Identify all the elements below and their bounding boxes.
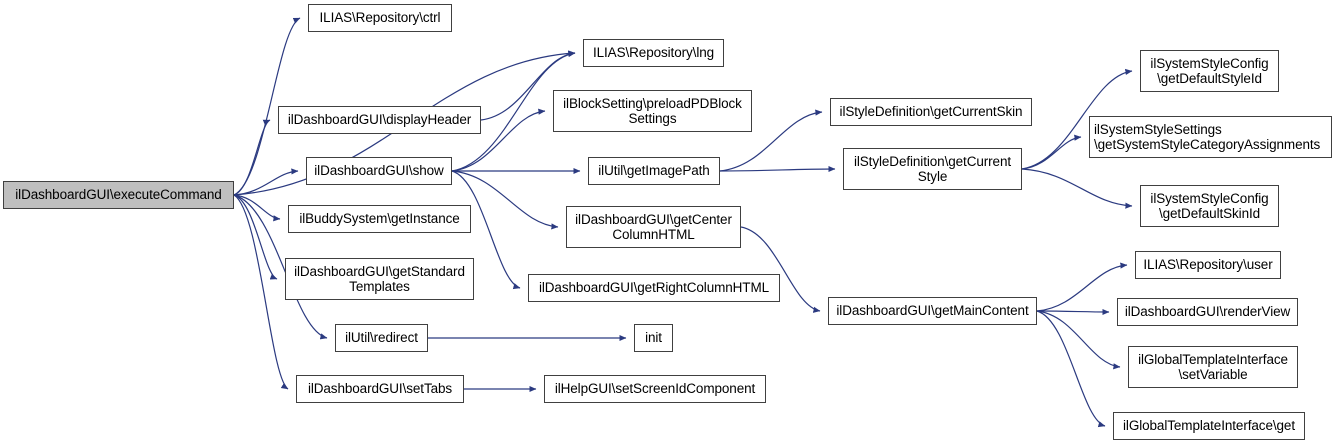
graph-node-label: ilUtil\getImagePath <box>598 163 710 179</box>
graph-node-executeCommand[interactable]: ilDashboardGUI\executeCommand <box>3 181 234 209</box>
graph-node-getCurrentSkin[interactable]: ilStyleDefinition\getCurrentSkin <box>830 98 1032 126</box>
graph-node-setVariable[interactable]: ilGlobalTemplateInterface \setVariable <box>1128 346 1298 388</box>
graph-edge-getCurrentStyle-to-getSystemStyleCategoryAssignments <box>1021 134 1082 170</box>
graph-node-label: init <box>645 330 662 346</box>
graph-node-label: ilDashboardGUI\getMainContent <box>836 303 1029 319</box>
graph-node-label: ILIAS\Repository\ctrl <box>319 10 441 26</box>
graph-node-label: ilDashboardGUI\getCenter ColumnHTML <box>575 211 732 243</box>
graph-edge-executeCommand-to-displayHeader <box>233 119 271 196</box>
graph-node-getSystemStyleCategoryAssignments[interactable]: ilSystemStyleSettings \getSystemStyleCat… <box>1089 116 1332 158</box>
graph-node-renderView[interactable]: ilDashboardGUI\renderView <box>1117 298 1298 326</box>
graph-edge-executeCommand-to-getInstance <box>233 194 281 222</box>
graph-edge-getCurrentStyle-to-getDefaultSkinId <box>1021 168 1133 209</box>
graph-node-preloadPDBlockSettings[interactable]: ilBlockSetting\preloadPDBlock Settings <box>553 90 752 132</box>
graph-node-label: ilSystemStyleConfig \getDefaultStyleId <box>1150 55 1269 87</box>
graph-node-label: ilDashboardGUI\getStandard Templates <box>294 263 465 295</box>
graph-edge-getMainContent-to-get <box>1036 310 1106 428</box>
graph-node-label: ilBuddySystem\getInstance <box>299 211 460 227</box>
graph-node-label: ilStyleDefinition\getCurrent Style <box>853 153 1012 185</box>
graph-edge-getMainContent-to-setVariable <box>1036 310 1121 370</box>
graph-node-label: ilUtil\redirect <box>345 330 418 346</box>
graph-node-label: ilDashboardGUI\getRightColumnHTML <box>538 280 770 296</box>
graph-node-label: ILIAS\Repository\lng <box>592 45 715 61</box>
graph-node-label: ilGlobalTemplateInterface\get <box>1123 418 1295 434</box>
graph-node-label: ilDashboardGUI\renderView <box>1124 304 1291 320</box>
graph-node-getCenterColumnHTML[interactable]: ilDashboardGUI\getCenter ColumnHTML <box>566 206 741 248</box>
graph-node-getCurrentStyle[interactable]: ilStyleDefinition\getCurrent Style <box>843 148 1022 190</box>
graph-node-ctrl[interactable]: ILIAS\Repository\ctrl <box>308 4 452 32</box>
graph-node-label: ilDashboardGUI\setTabs <box>307 381 453 397</box>
graph-node-getMainContent[interactable]: ilDashboardGUI\getMainContent <box>828 297 1037 325</box>
graph-edge-getMainContent-to-user <box>1036 262 1128 312</box>
graph-node-lng[interactable]: ILIAS\Repository\lng <box>583 39 724 67</box>
graph-node-init[interactable]: init <box>634 324 673 352</box>
graph-node-label: ilHelpGUI\setScreenIdComponent <box>554 381 756 397</box>
graph-node-getInstance[interactable]: ilBuddySystem\getInstance <box>288 205 471 233</box>
graph-node-label: ilSystemStyleConfig \getDefaultSkinId <box>1150 190 1269 222</box>
graph-node-label: ilSystemStyleSettings \getSystemStyleCat… <box>1094 121 1321 153</box>
graph-node-label: ilBlockSetting\preloadPDBlock Settings <box>563 95 742 127</box>
graph-edge-getImagePath-to-getCurrentStyle <box>719 165 836 173</box>
graph-node-getDefaultStyleId[interactable]: ilSystemStyleConfig \getDefaultStyleId <box>1140 50 1279 92</box>
graph-node-getRightColumnHTML[interactable]: ilDashboardGUI\getRightColumnHTML <box>528 274 780 302</box>
graph-node-label: ilDashboardGUI\show <box>314 163 444 179</box>
graph-node-setScreenIdComponent[interactable]: ilHelpGUI\setScreenIdComponent <box>544 375 766 403</box>
graph-node-setTabs[interactable]: ilDashboardGUI\setTabs <box>296 375 464 403</box>
graph-node-displayHeader[interactable]: ilDashboardGUI\displayHeader <box>278 106 481 134</box>
graph-node-get[interactable]: ilGlobalTemplateInterface\get <box>1113 412 1305 440</box>
graph-node-getDefaultSkinId[interactable]: ilSystemStyleConfig \getDefaultSkinId <box>1140 185 1279 227</box>
graph-edge-executeCommand-to-getStandardTemplates <box>233 194 278 280</box>
graph-node-user[interactable]: ILIAS\Repository\user <box>1135 251 1281 279</box>
graph-node-label: ilStyleDefinition\getCurrentSkin <box>839 104 1023 120</box>
graph-node-show[interactable]: ilDashboardGUI\show <box>306 157 452 185</box>
graph-node-getImagePath[interactable]: ilUtil\getImagePath <box>588 157 720 185</box>
graph-node-label: ilDashboardGUI\displayHeader <box>287 112 472 128</box>
graph-edge-getMainContent-to-renderView <box>1036 308 1110 316</box>
graph-node-label: ilDashboardGUI\executeCommand <box>15 187 222 203</box>
graph-edge-executeCommand-to-show <box>233 168 299 196</box>
graph-node-redirect[interactable]: ilUtil\redirect <box>335 324 428 352</box>
graph-edge-executeCommand-to-setTabs <box>233 194 289 390</box>
graph-node-label: ilGlobalTemplateInterface \setVariable <box>1138 351 1288 383</box>
graph-node-label: ILIAS\Repository\user <box>1143 257 1273 273</box>
graph-node-getStandardTemplates[interactable]: ilDashboardGUI\getStandard Templates <box>285 258 474 300</box>
